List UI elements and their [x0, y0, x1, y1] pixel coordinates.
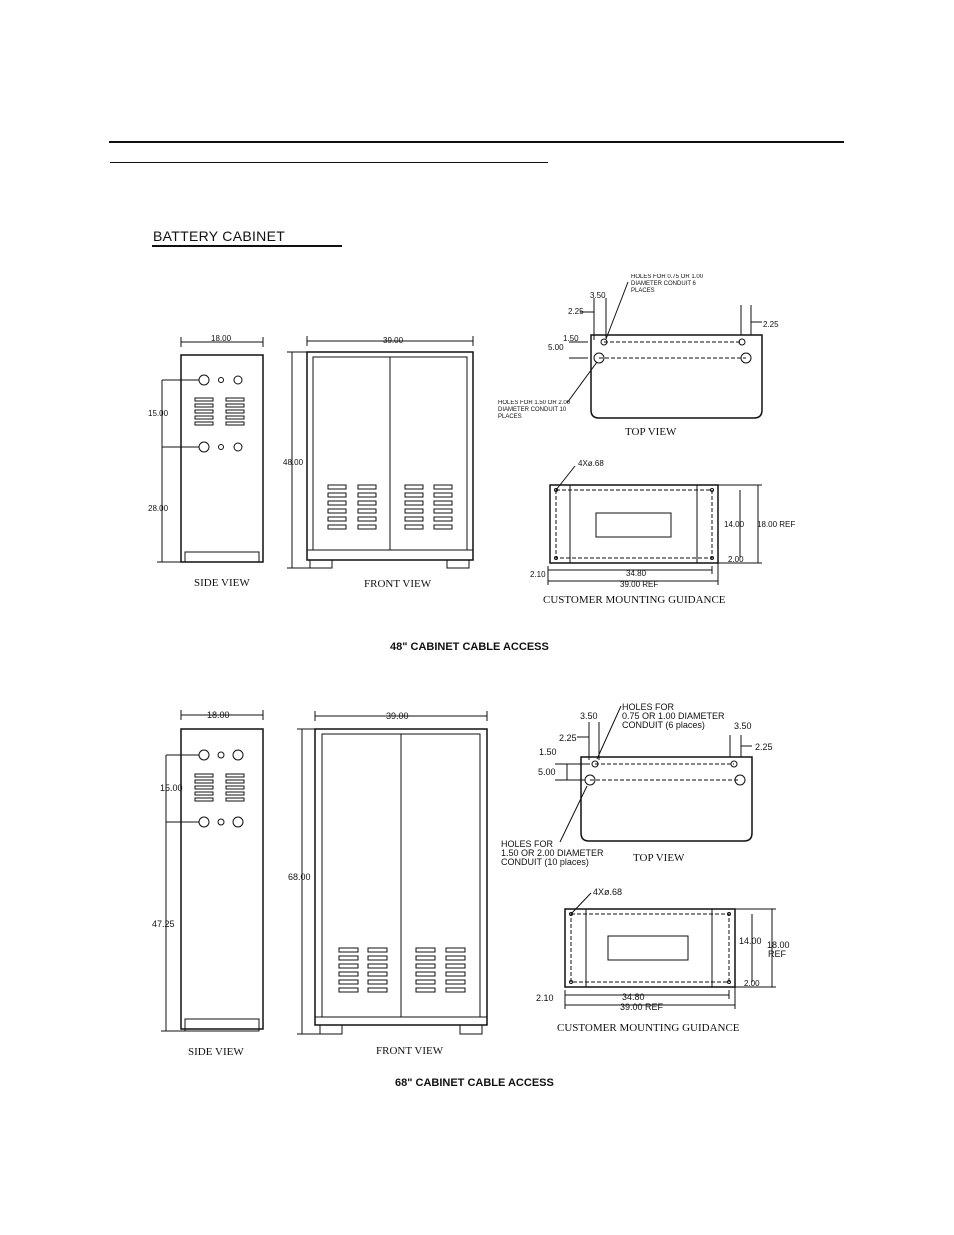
mount48-14: 14.00 [724, 520, 745, 529]
front68-label: FRONT VIEW [376, 1045, 444, 1057]
top-rule [109, 141, 844, 143]
sub-rule [110, 162, 548, 163]
mount68-14: 14.00 [739, 936, 762, 946]
top68-d1b: 3.50 [734, 721, 752, 731]
top68-d2: 2.25 [559, 733, 577, 743]
top68-label: TOP VIEW [633, 852, 685, 864]
front48-label: FRONT VIEW [364, 578, 432, 590]
top68-large-holes-3: CONDUIT (10 places) [501, 857, 589, 867]
top48-d4: 5.00 [548, 343, 564, 352]
front68-height: 68.00 [288, 872, 311, 882]
mount48-210: 2.10 [530, 570, 546, 579]
side48-h2: 28.00 [148, 504, 169, 513]
mount48-200: 2.00 [728, 555, 744, 564]
top48-d2: 2.25 [568, 307, 584, 316]
mount68-label: CUSTOMER MOUNTING GUIDANCE [557, 1022, 740, 1034]
mounting-view-68 [564, 892, 776, 1009]
top-view-68 [555, 705, 753, 843]
top68-large-holes-2: 1.50 OR 2.00 DIAMETER [501, 848, 604, 858]
mount68-210: 2.10 [536, 993, 554, 1003]
mount68-holes: 4Xø.68 [593, 887, 622, 897]
section-title-underline [152, 245, 342, 247]
side48-width: 18.00 [211, 334, 232, 343]
top48-d1: 3.50 [590, 291, 606, 300]
side68-h2: 47.25 [152, 919, 175, 929]
mounting-view-48 [547, 465, 762, 585]
front48-height: 48.00 [283, 458, 304, 467]
mount48-3480: 34.80 [626, 569, 647, 578]
mount68-ref-2: REF [768, 949, 787, 959]
front-view-68 [297, 711, 488, 1035]
mount48-3900: 39.00 REF [620, 580, 658, 589]
side48-h1: 15.00 [148, 409, 169, 418]
top48-small-holes-note: HOLES FOR 0.75 OR 1.00 DIAMETER CONDUIT … [631, 274, 704, 294]
top48-d3: 1.50 [563, 334, 579, 343]
top68-d1: 3.50 [580, 711, 598, 721]
side48-label: SIDE VIEW [194, 577, 250, 589]
side68-width: 18.00 [207, 710, 230, 720]
mount68-3900: 39.00 REF [620, 1002, 664, 1012]
top68-small-holes-2: 0.75 OR 1.00 DIAMETER [622, 711, 725, 721]
top48-label: TOP VIEW [625, 426, 677, 438]
side68-h1: 15.00 [160, 783, 183, 793]
caption-48: 48" CABINET CABLE ACCESS [390, 641, 549, 653]
mount68-3480: 34.80 [622, 992, 645, 1002]
side-view-48 [157, 337, 264, 563]
side68-label: SIDE VIEW [188, 1046, 244, 1058]
mount68-ref-1: 18.00 [767, 940, 790, 950]
mount48-ref: 18.00 REF [757, 520, 795, 529]
front-view-48 [287, 336, 474, 569]
section-title: BATTERY CABINET [153, 228, 286, 244]
top-view-48 [566, 281, 763, 419]
top68-d5: 2.25 [755, 742, 773, 752]
mount48-label: CUSTOMER MOUNTING GUIDANCE [543, 594, 726, 606]
top68-small-holes-3: CONDUIT (6 places) [622, 720, 705, 730]
top48-large-holes-note: HOLES FOR 1.50 OR 2.00 DIAMETER CONDUIT … [498, 400, 571, 420]
side-view-68 [161, 710, 264, 1032]
top68-d4: 5.00 [538, 767, 556, 777]
top68-d3: 1.50 [539, 747, 557, 757]
mount68-200: 2.00 [744, 979, 760, 988]
front48-width: 39.00 [383, 336, 404, 345]
top48-d5: 2.25 [763, 320, 779, 329]
top68-large-holes-1: HOLES FOR [501, 839, 554, 849]
front68-width: 39.00 [386, 711, 409, 721]
mount48-holes: 4Xø.68 [578, 459, 604, 468]
caption-68: 68" CABINET CABLE ACCESS [395, 1077, 554, 1089]
top68-small-holes-1: HOLES FOR [622, 702, 675, 712]
